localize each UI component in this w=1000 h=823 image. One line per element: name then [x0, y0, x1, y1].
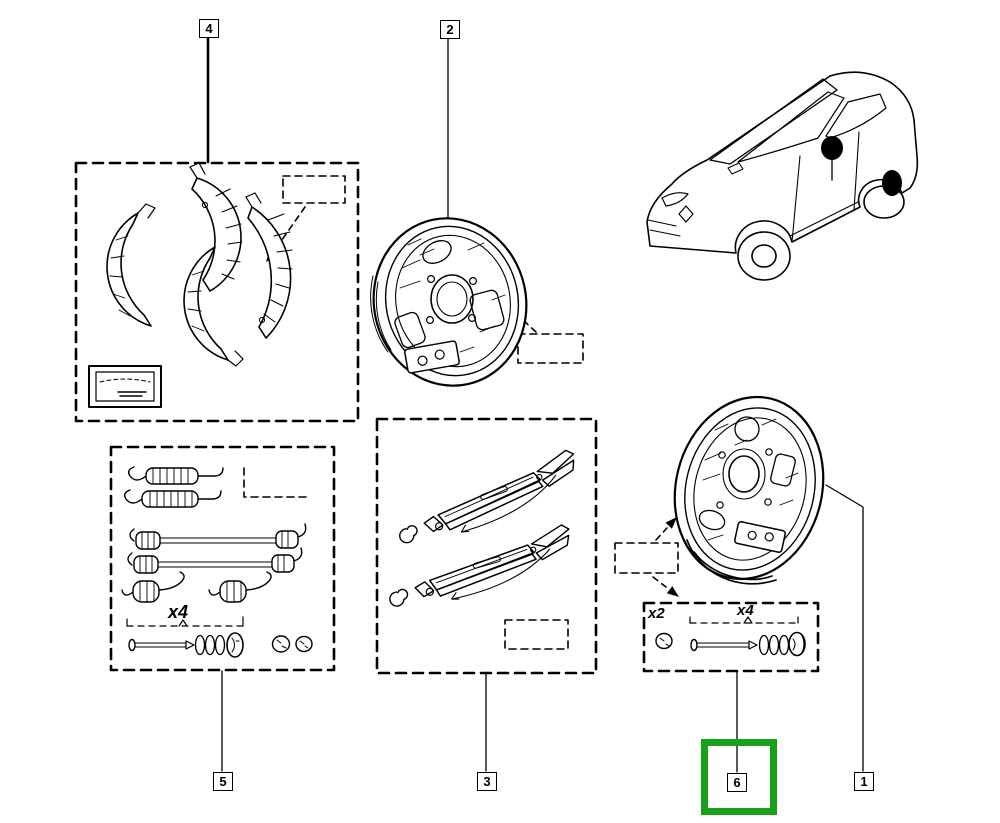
region-part-5[interactable] — [109, 445, 336, 672]
vehicle-thumbnail — [646, 71, 919, 281]
hub-hole — [430, 274, 474, 324]
hold-down-spring — [208, 571, 272, 603]
grille-lines — [647, 219, 681, 237]
ref-leader-shoes — [276, 206, 306, 248]
quantity-bracket — [126, 616, 244, 627]
backing-plate-drawing — [673, 395, 825, 585]
hub-hole — [728, 455, 760, 493]
brake-shoe — [247, 206, 292, 339]
brake-shoes-kit-drawing — [88, 162, 293, 408]
long-spring-rod — [129, 523, 307, 550]
front-window — [737, 91, 845, 163]
ref-box-adjusters — [504, 619, 569, 650]
leader-lines — [206, 36, 864, 773]
highlight-box — [701, 739, 777, 815]
ref-leader-plate1-up — [655, 527, 668, 541]
ref-leader-plate1-down — [652, 576, 667, 588]
front-wheel — [737, 231, 791, 281]
windshield — [709, 78, 838, 165]
adjuster-lever — [399, 449, 575, 544]
region-part-3[interactable] — [375, 417, 598, 675]
highlight-dot-seat — [821, 136, 843, 160]
region-part-4[interactable] — [74, 161, 360, 423]
leader-callout-1 — [825, 484, 864, 772]
headlight — [661, 192, 689, 207]
region-part-6[interactable] — [642, 601, 820, 673]
callout-3[interactable]: 3 — [477, 772, 497, 791]
callout-1[interactable]: 1 — [854, 772, 874, 791]
ref-box-shoes — [282, 175, 346, 204]
wheel-cylinder — [404, 340, 460, 374]
ref-corner-fitting-kit — [243, 467, 311, 498]
callout-4[interactable]: 4 — [199, 19, 219, 38]
brake-shoe — [191, 177, 242, 292]
hold-down-spring — [121, 571, 185, 603]
quantity-label-fitting-kit: x4 — [168, 602, 189, 622]
wheel-cylinder — [734, 521, 786, 553]
long-spring-rod — [127, 547, 303, 574]
upper-spring — [127, 466, 224, 485]
callout-2[interactable]: 2 — [440, 20, 460, 39]
pin-kit-drawing — [655, 616, 806, 657]
adjuster-levers-drawing — [389, 449, 575, 607]
door-mirror — [727, 162, 744, 175]
fitting-kit-drawing — [121, 466, 313, 658]
brake-shoe — [183, 246, 229, 361]
pin-row — [128, 632, 313, 658]
ref-box-plate2 — [517, 333, 584, 364]
region-boxes — [74, 161, 820, 675]
quantity-bracket — [689, 616, 799, 624]
cap — [655, 632, 673, 650]
pin-row — [690, 631, 806, 657]
brake-shoe — [106, 212, 152, 327]
arrow-to-pin-kit — [666, 586, 679, 597]
grease-sachet — [88, 365, 162, 408]
backing-plate-assembly-drawing — [370, 217, 528, 387]
brand-logo — [678, 205, 694, 223]
arrow-to-plate1 — [665, 517, 677, 529]
callout-5[interactable]: 5 — [213, 772, 233, 791]
ref-box-plate1 — [614, 542, 679, 574]
quantity-label-pin-kit-pins: x4 — [737, 602, 754, 619]
callout-6[interactable]: 6 — [727, 773, 747, 792]
car-body — [646, 71, 919, 254]
highlight-dot-rear-brake — [882, 170, 902, 196]
adjuster-lever — [389, 524, 570, 607]
upper-spring — [123, 489, 222, 508]
quantity-label-pin-kit-caps: x2 — [648, 605, 665, 622]
